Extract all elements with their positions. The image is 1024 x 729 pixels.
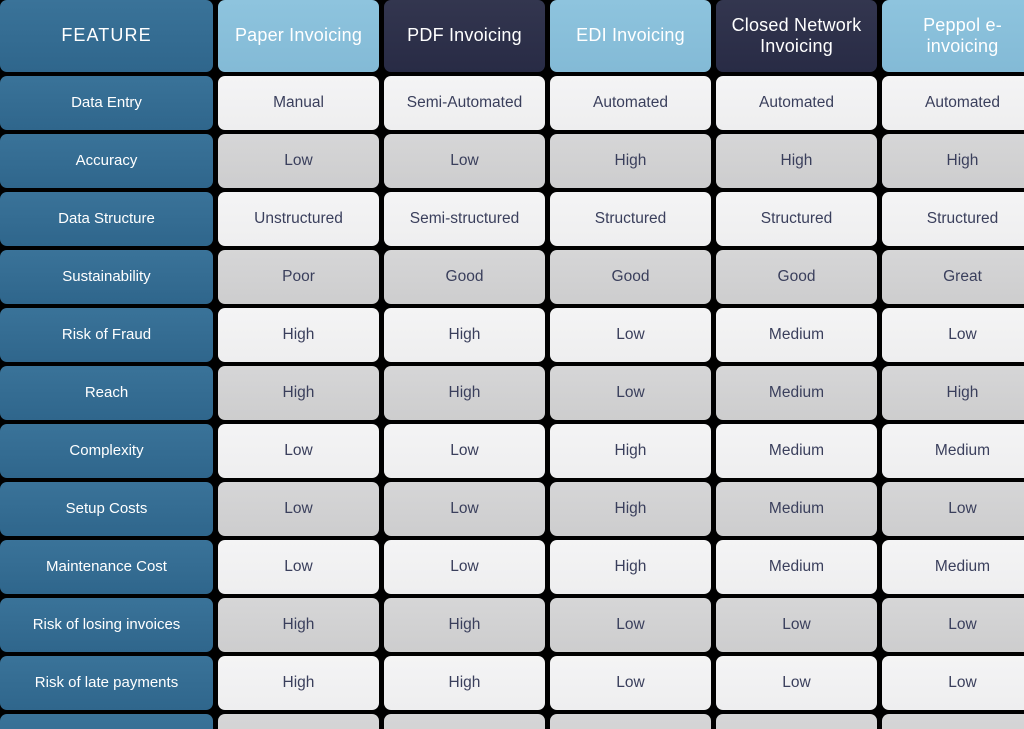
table-cell: Low [882,598,1024,652]
table-cell: Automated [882,76,1024,130]
table-cell: Good [550,250,711,304]
table-cell: Manual [218,76,379,130]
column-header-1[interactable]: Paper Invoicing [218,0,379,72]
table-cell: High [550,424,711,478]
column-header-feature[interactable]: FEATURE [0,0,213,72]
table-cell: Low [384,540,545,594]
table-cell: Low [218,540,379,594]
table-cell: Medium [716,366,877,420]
column-header-2[interactable]: PDF Invoicing [384,0,545,72]
table-cell: High [384,366,545,420]
table-cell: Semi-Automated [384,76,545,130]
table-cell: Medium [716,540,877,594]
table-cell: Good [384,250,545,304]
table-cell: High [218,598,379,652]
row-header-9: Risk of losing invoices [0,598,213,652]
table-cell: ~$9 AUD [882,714,1024,729]
table-cell: High [882,366,1024,420]
row-header-1: Accuracy [0,134,213,188]
table-cell: Low [550,366,711,420]
table-cell: Medium [716,482,877,536]
table-cell: Semi-structured [384,192,545,246]
table-cell: High [218,308,379,362]
table-cell: Automated [550,76,711,130]
table-cell: Great [882,250,1024,304]
table-cell: Medium [716,308,877,362]
table-cell: High [550,134,711,188]
table-cell: Low [882,482,1024,536]
table-cell: Low [384,134,545,188]
table-cell: ~$15 AUD [550,714,711,729]
row-header-7: Setup Costs [0,482,213,536]
table-cell: High [218,656,379,710]
row-header-10: Risk of late payments [0,656,213,710]
table-cell: Good [716,250,877,304]
table-cell: Medium [882,540,1024,594]
table-cell: High [550,482,711,536]
row-header-2: Data Structure [0,192,213,246]
table-cell: Low [550,656,711,710]
row-header-0: Data Entry [0,76,213,130]
table-cell: Low [384,482,545,536]
table-cell: Low [218,482,379,536]
table-cell: Low [716,598,877,652]
table-cell: High [384,308,545,362]
table-cell: Low [716,656,877,710]
table-cell: High [384,598,545,652]
table-cell: Low [882,308,1024,362]
table-cell: Medium [716,424,877,478]
table-cell: Automated [716,76,877,130]
table-cell: Unstructured [218,192,379,246]
row-header-8: Maintenance Cost [0,540,213,594]
table-cell: Structured [550,192,711,246]
column-header-5[interactable]: Peppol e-invoicing [882,0,1024,72]
table-cell: High [882,134,1024,188]
table-cell: Medium [882,424,1024,478]
table-cell: Low [550,308,711,362]
row-header-3: Sustainability [0,250,213,304]
row-header-6: Complexity [0,424,213,478]
table-cell: Low [218,134,379,188]
table-cell: High [716,134,877,188]
table-cell: High [218,366,379,420]
column-header-3[interactable]: EDI Invoicing [550,0,711,72]
column-header-4[interactable]: Closed Network Invoicing [716,0,877,72]
table-cell: ~$30 AUD [218,714,379,729]
table-cell: High [384,656,545,710]
table-cell: Low [384,424,545,478]
table-cell: ~$27 AUD [384,714,545,729]
table-cell: ~$12 AUD [716,714,877,729]
table-cell: Structured [716,192,877,246]
table-cell: Poor [218,250,379,304]
row-header-11: Processing Cost per Invoice [0,714,213,729]
table-cell: High [550,540,711,594]
table-cell: Low [550,598,711,652]
table-cell: Low [882,656,1024,710]
table-cell: Low [218,424,379,478]
table-cell: Structured [882,192,1024,246]
row-header-5: Reach [0,366,213,420]
row-header-4: Risk of Fraud [0,308,213,362]
